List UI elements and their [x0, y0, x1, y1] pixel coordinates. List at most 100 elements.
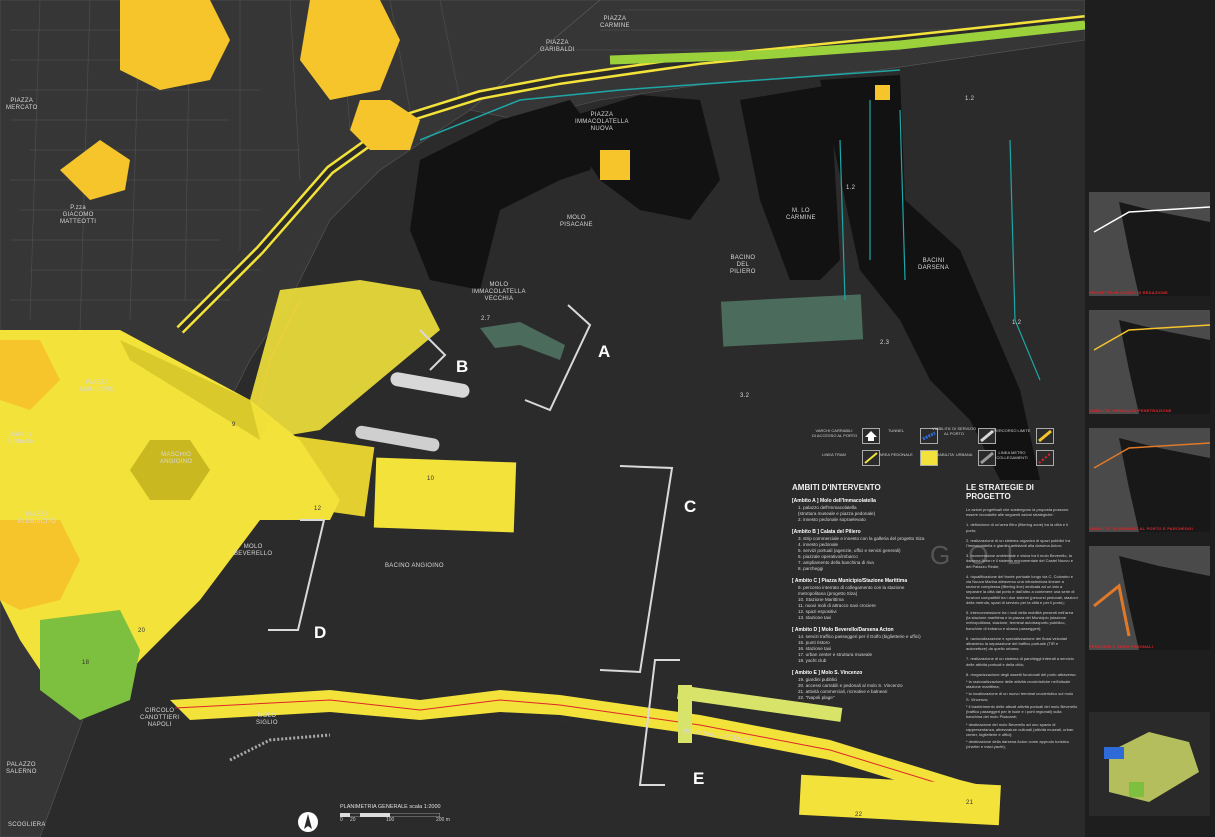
num-3-2: 3.2 [740, 393, 750, 399]
ambito-item: 1. palazzo dell'Immacolatella [798, 505, 857, 510]
ambito-item: 2. innesto pedonale sopraelevato [798, 517, 866, 522]
ambito-title: [ Ambito D ] Molo Beverello/Darsena Acto… [792, 627, 894, 633]
urbana-icon [978, 450, 996, 466]
ambito-item: metropolitana (progetto Siza) [798, 591, 858, 596]
place-maschio: MASCHIO ANGIOINO [160, 452, 193, 465]
site-plan [0, 0, 1085, 837]
tunnel-icon [920, 428, 938, 444]
limite-icon [1036, 428, 1054, 444]
scale-tick: 100 [386, 817, 395, 823]
zone-label-e: E [693, 769, 705, 788]
thumbnail-1 [1089, 192, 1210, 296]
thumbnail-caption: PERCORSI E SPAZI PEDONALI [1089, 644, 1154, 649]
ambito-item: 11. nuovi moli di attracco navi crociere [798, 603, 876, 608]
legend-label-urbana: VIABILITA' URBANA [935, 452, 973, 457]
ambiti-panel: AMBITI D'INTERVENTO [Ambito A ] Molo del… [792, 483, 962, 707]
ambito-item: 19. giardini pubblici [798, 677, 838, 682]
place-piazza-immacolatella: PIAZZA IMMACOLATELLA NUOVA [575, 112, 629, 132]
ambito-item: 10. Stazione Marittima [798, 597, 844, 602]
legend-label-metro: LINEA METRO COLLEGAMENTI [996, 450, 1028, 460]
scale-tick: 20 [350, 817, 356, 823]
strategie-paragraph: 7. realizzazione di un sistema di parche… [966, 656, 1074, 667]
thumbnail-5 [1089, 712, 1210, 816]
ambito-item: 6. piazzale operativo/imbarco [798, 554, 858, 559]
place-piazza-mercato: PIAZZA MERCATO [6, 98, 38, 111]
num-12: 12 [314, 506, 322, 512]
metro-icon [1036, 450, 1054, 466]
strategie-paragraph: 4. riqualificazione del fronte portuale … [966, 573, 1078, 605]
strategie-paragraph: 5. interconnessione tra i nodi della mob… [966, 610, 1074, 631]
zone-label-d: D [314, 623, 327, 642]
place-piazza-municipio: PIAZZA MUNICIPIO [80, 380, 115, 393]
tram-icon [862, 450, 880, 466]
thumbnail-column: PROGETTO IN CORSO DI REDAZIONE VIABILITA… [1085, 0, 1215, 837]
scale-bar: PLANIMETRIA GENERALE scala 1:2000 0 20 1… [298, 804, 498, 834]
ambito-item: 22. "Napoli plage" [798, 695, 835, 700]
place-bacino-piliero: BACINO DEL PILIERO [730, 255, 756, 275]
num-2-3: 2.3 [880, 340, 890, 346]
place-molo-pisacane: MOLO PISACANE [560, 215, 593, 228]
strategie-paragraph: * destinazione della darsena Acton come … [966, 739, 1069, 750]
arrow-icon [862, 428, 880, 444]
legend-label-varchi: VARCHI CARRABILI DI ACCESSO AL PORTO [812, 428, 858, 438]
num-20: 20 [138, 628, 146, 634]
ambiti-title: AMBITI D'INTERVENTO [792, 483, 881, 492]
strategie-paragraph: 6. razionalizzazione e specializzazione … [966, 635, 1068, 652]
ambito-item: 13. stazione taxi [798, 615, 832, 620]
place-palazzo-salerno: PALAZZO SALERNO [6, 762, 37, 775]
place-bacino-angioino: BACINO ANGIOINO [385, 563, 444, 569]
zone-label-c: C [684, 497, 697, 516]
ambito-a: [Ambito A ] Molo dell'Immacolatella 1. p… [792, 498, 962, 523]
strategie-paragraph: * la localizzazione di un nuovo terminal… [966, 691, 1074, 702]
thumbnail-3 [1089, 428, 1210, 532]
num-2-7: 2.7 [481, 316, 491, 322]
place-molo-siglio: MOLO SIGLIO [256, 713, 278, 726]
scale-tick: 0 [340, 817, 343, 823]
strategie-paragraph: 3. riconnessione ambientale e visiva tra… [966, 553, 1073, 569]
place-molo-immacolatella: MOLO IMMACOLATELLA VECCHIA [472, 282, 526, 302]
ambito-item: 9. percorso interrato di collegamento co… [798, 585, 905, 590]
place-piazza-carmine: PIAZZA CARMINE [600, 16, 630, 29]
strategie-paragraph: * la razionalizzazione delle attività cr… [966, 679, 1071, 690]
thumbnail-caption: VIABILITA' URBANA DI PENETRAZIONE [1089, 408, 1172, 413]
legend-label-pedonale: AREA PEDONALE [879, 452, 913, 457]
port-docks [410, 75, 1040, 480]
legend-label-tunnel: TUNNEL [887, 428, 904, 433]
num-1-2b: 1.2 [1012, 320, 1022, 326]
ambito-item: 16. stazione taxi [798, 646, 832, 651]
molo-san-vincenzo [170, 685, 1001, 826]
ambito-title: [ Ambito E ] Molo S. Vincenzo [792, 670, 863, 676]
breakwater [229, 733, 331, 762]
zone-label-a: A [598, 342, 611, 361]
garden [40, 610, 140, 720]
ambito-item: 12. spazi espositivi [798, 609, 837, 614]
thumbnail-caption: PROGETTO IN CORSO DI REDAZIONE [1089, 290, 1169, 295]
place-molo-beverello: MOLO BEVERELLO [234, 544, 273, 557]
place-galleria-umberto: Galleria Umberto [8, 432, 34, 445]
place-matteotti: P.zza GIACOMO MATTEOTTI [60, 205, 97, 225]
place-piazza-garibaldi: PIAZZA GARIBALDI [540, 40, 575, 53]
num-21a: 21 [558, 718, 566, 724]
legend-label-servizio: VIABILITA' DI SERVIZIO AL PORTO [932, 426, 976, 436]
ambito-item: 18. yacht club [798, 658, 827, 663]
strategie-title: LE STRATEGIE DI PROGETTO [966, 483, 1034, 501]
ambito-title: [ Ambito C ] Piazza Municipio/Stazione M… [792, 578, 908, 584]
legend-label-limite: PERCORSO LIMITE [993, 428, 1031, 433]
ambito-item: (struttura museale e piazza pedonale) [798, 511, 876, 516]
scale-title: PLANIMETRIA GENERALE scala 1:2000 [340, 804, 441, 810]
num-1-2c: 1.2 [846, 185, 856, 191]
strategie-paragraph: 1. definizione di un'area filtro (filter… [966, 522, 1068, 533]
ambito-item: 20. accessi carrabili e pedonali al molo… [798, 683, 903, 688]
place-circolo-canottieri: CIRCOLO CANOTTIERI NAPOLI [140, 708, 180, 728]
ambito-item: 3. strip commerciale e innesto con la ga… [798, 536, 925, 541]
strategie-paragraph: * il trasferimento delle attuali attivit… [966, 703, 1078, 720]
ambito-item: 21. attività commerciali, ricreative e b… [798, 689, 888, 694]
legend-label-tram: LINEA TRAM [822, 452, 846, 457]
strategie-paragraph: 2. realizzazione di un sistema organico … [966, 537, 1071, 549]
place-scogliera: SCOGLIERA [8, 822, 46, 828]
zone-brackets [268, 304, 680, 786]
scale-tick: 200 m [436, 817, 450, 823]
num-18: 18 [82, 660, 90, 666]
strategie-paragraph: 8. riorganizzazione degli assetti funzio… [966, 671, 1077, 677]
ambito-item: 15. punti ristoro [798, 640, 830, 645]
